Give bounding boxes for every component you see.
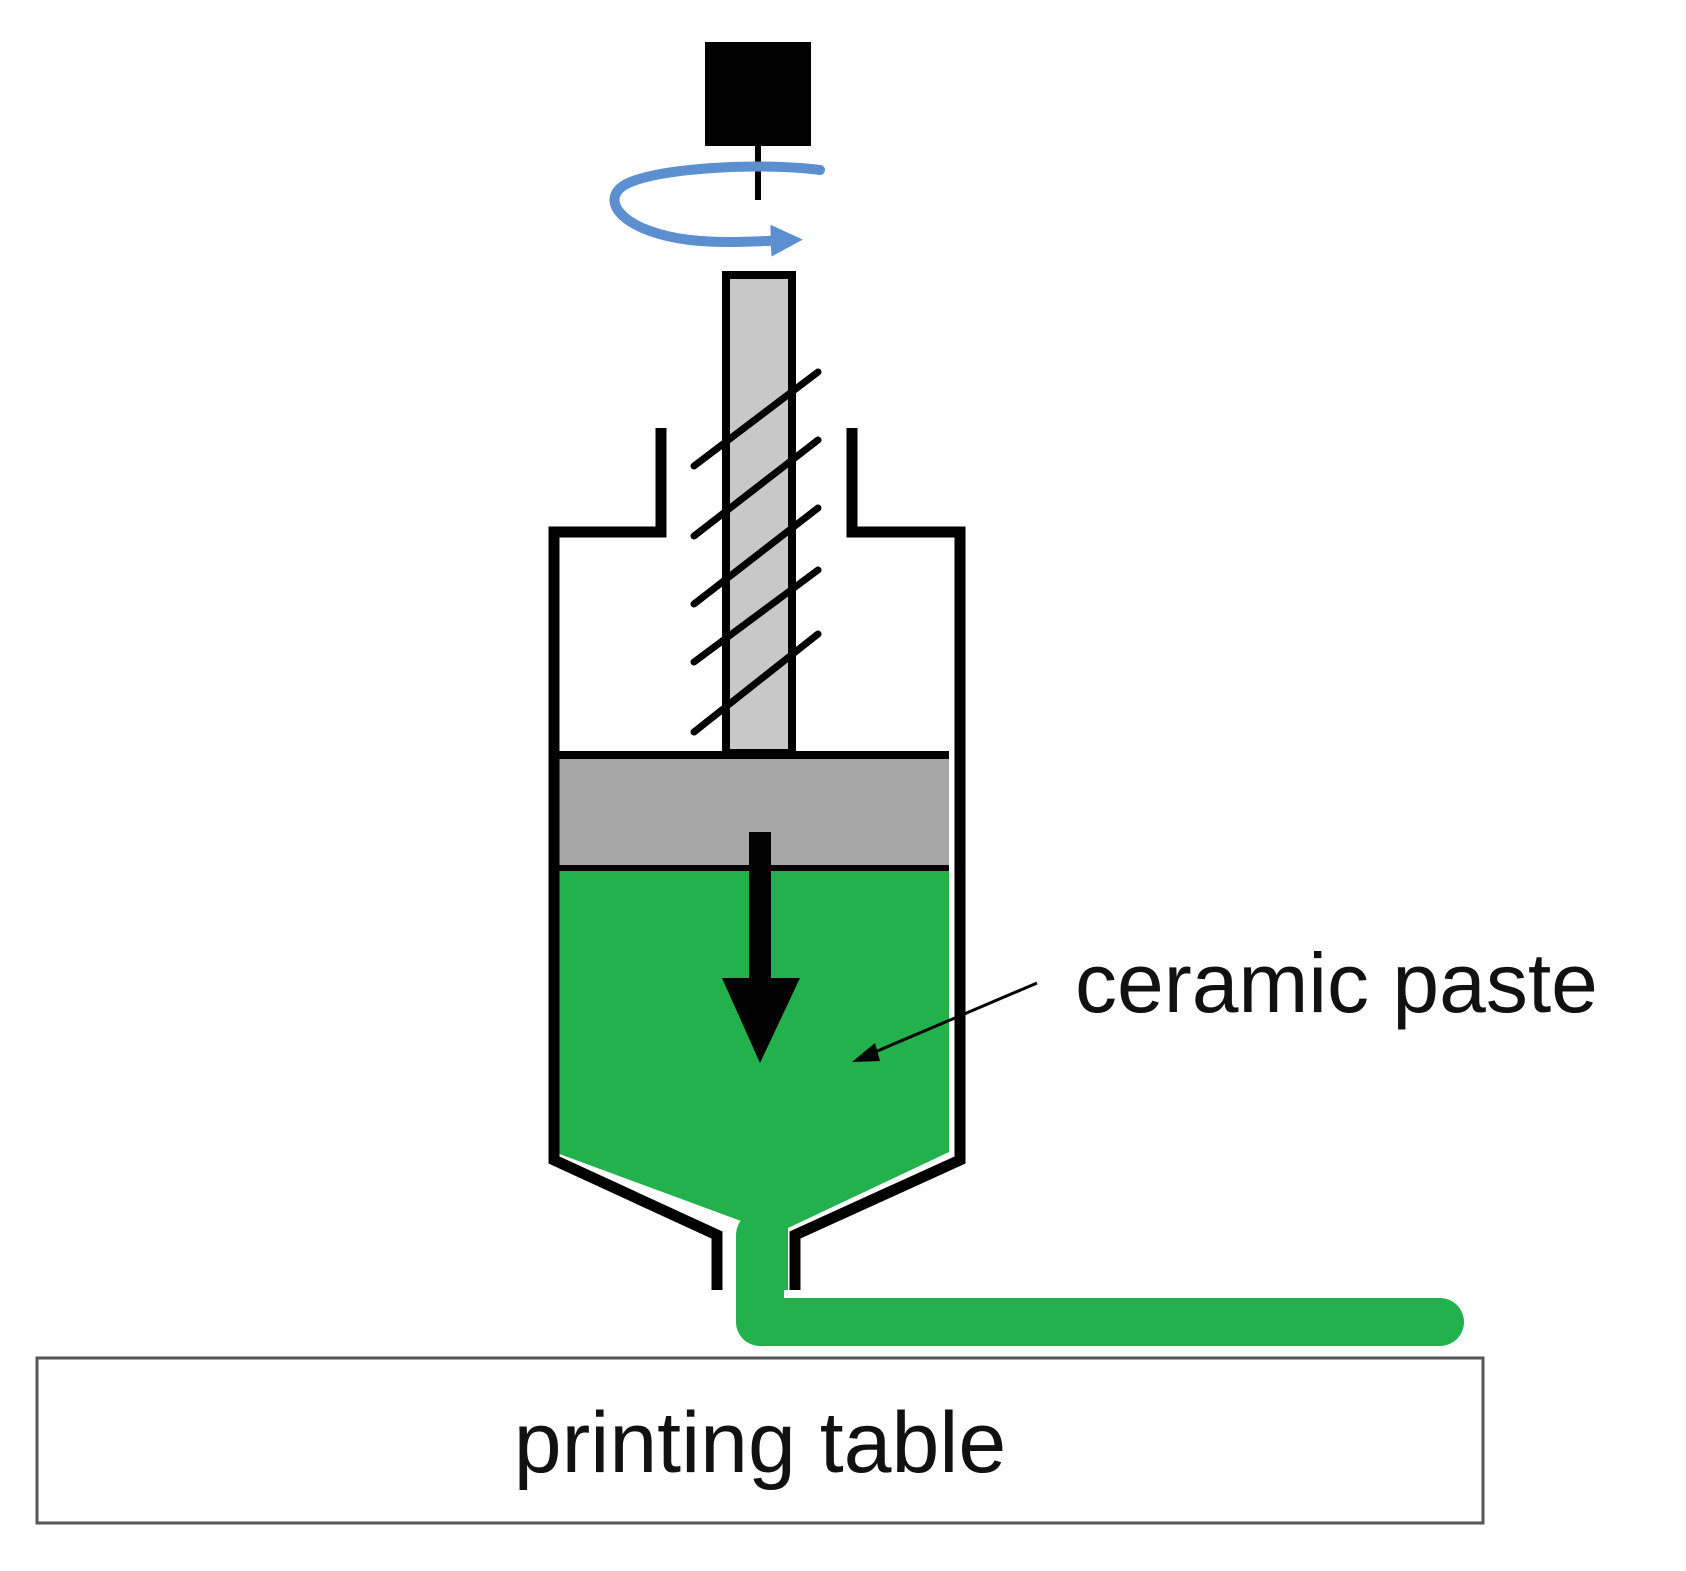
- paste-pointer-arrowhead: [852, 1043, 880, 1062]
- rotation-arrow-icon: [609, 161, 825, 257]
- paste-in-barrel: [554, 868, 949, 1290]
- printing-table: [35, 1356, 1485, 1525]
- down-arrow-icon: [722, 832, 800, 1063]
- motor-block-icon: [705, 42, 811, 146]
- printing-table-label: printing table: [514, 1395, 1006, 1491]
- extruded-strand: [736, 1211, 1464, 1346]
- ceramic-paste-label: ceramic paste: [1075, 936, 1598, 1030]
- screw-thread: [690, 368, 822, 736]
- paste-pointer-line: [867, 981, 1038, 1057]
- syringe-barrel: [548, 428, 966, 1290]
